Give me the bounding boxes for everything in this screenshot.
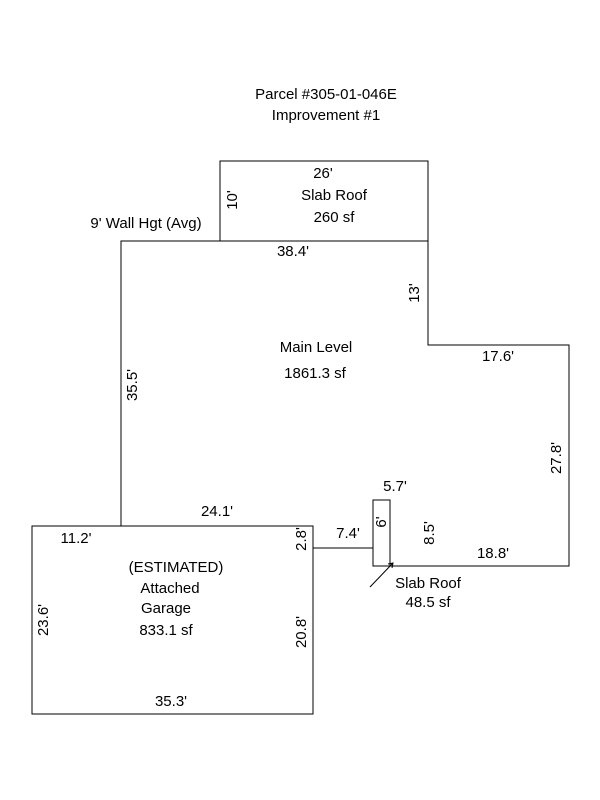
dim-main-right-top: 17.6' <box>482 348 514 365</box>
dim-garage-bottom: 35.3' <box>155 693 187 710</box>
dim-main-top: 38.4' <box>277 243 309 260</box>
garage-outline <box>31 525 314 715</box>
dim-top-slab-width: 26' <box>313 165 333 182</box>
arrow-head-icon <box>387 562 394 569</box>
dim-garage-step: 2.8' <box>293 527 310 551</box>
garage-area: 833.1 sf <box>139 622 193 639</box>
slab-roof-small-area: 48.5 sf <box>405 594 451 611</box>
main-level-label: Main Level <box>280 339 353 356</box>
garage-estimated-note: (ESTIMATED) <box>129 559 224 576</box>
main-level-area: 1861.3 sf <box>284 365 347 382</box>
dim-garage-left: 23.6' <box>35 604 52 636</box>
slab-roof-top-label: Slab Roof <box>301 187 368 204</box>
improvement-number: Improvement #1 <box>272 107 380 124</box>
small-slab-roof-outline <box>372 499 391 567</box>
garage-label-line1: Attached <box>140 580 199 597</box>
dim-small-slab-width: 5.7' <box>383 478 407 495</box>
dim-small-slab-inner: 6' <box>373 516 390 527</box>
wall-height-label: 9' Wall Hgt (Avg) <box>90 215 201 232</box>
dim-top-slab-depth: 10' <box>224 190 241 210</box>
dim-connector: 7.4' <box>336 525 360 542</box>
main-level-outline <box>120 240 570 567</box>
dim-main-left: 35.5' <box>124 369 141 401</box>
parcel-number: Parcel #305-01-046E <box>255 86 397 103</box>
dim-main-bottom-left: 24.1' <box>201 503 233 520</box>
dim-main-right-step: 13' <box>406 283 423 303</box>
dim-small-slab-height: 8.5' <box>421 521 438 545</box>
slab-roof-small-label: Slab Roof <box>395 575 462 592</box>
dim-main-bottom-right: 18.8' <box>477 545 509 562</box>
dim-main-right: 27.8' <box>548 442 565 474</box>
garage-label-line2: Garage <box>141 600 191 617</box>
dim-garage-right: 20.8' <box>293 616 310 648</box>
slab-roof-top-area: 260 sf <box>314 209 356 226</box>
dim-garage-top-left: 11.2' <box>61 530 92 547</box>
slab-roof-pointer-arrow <box>369 562 394 588</box>
